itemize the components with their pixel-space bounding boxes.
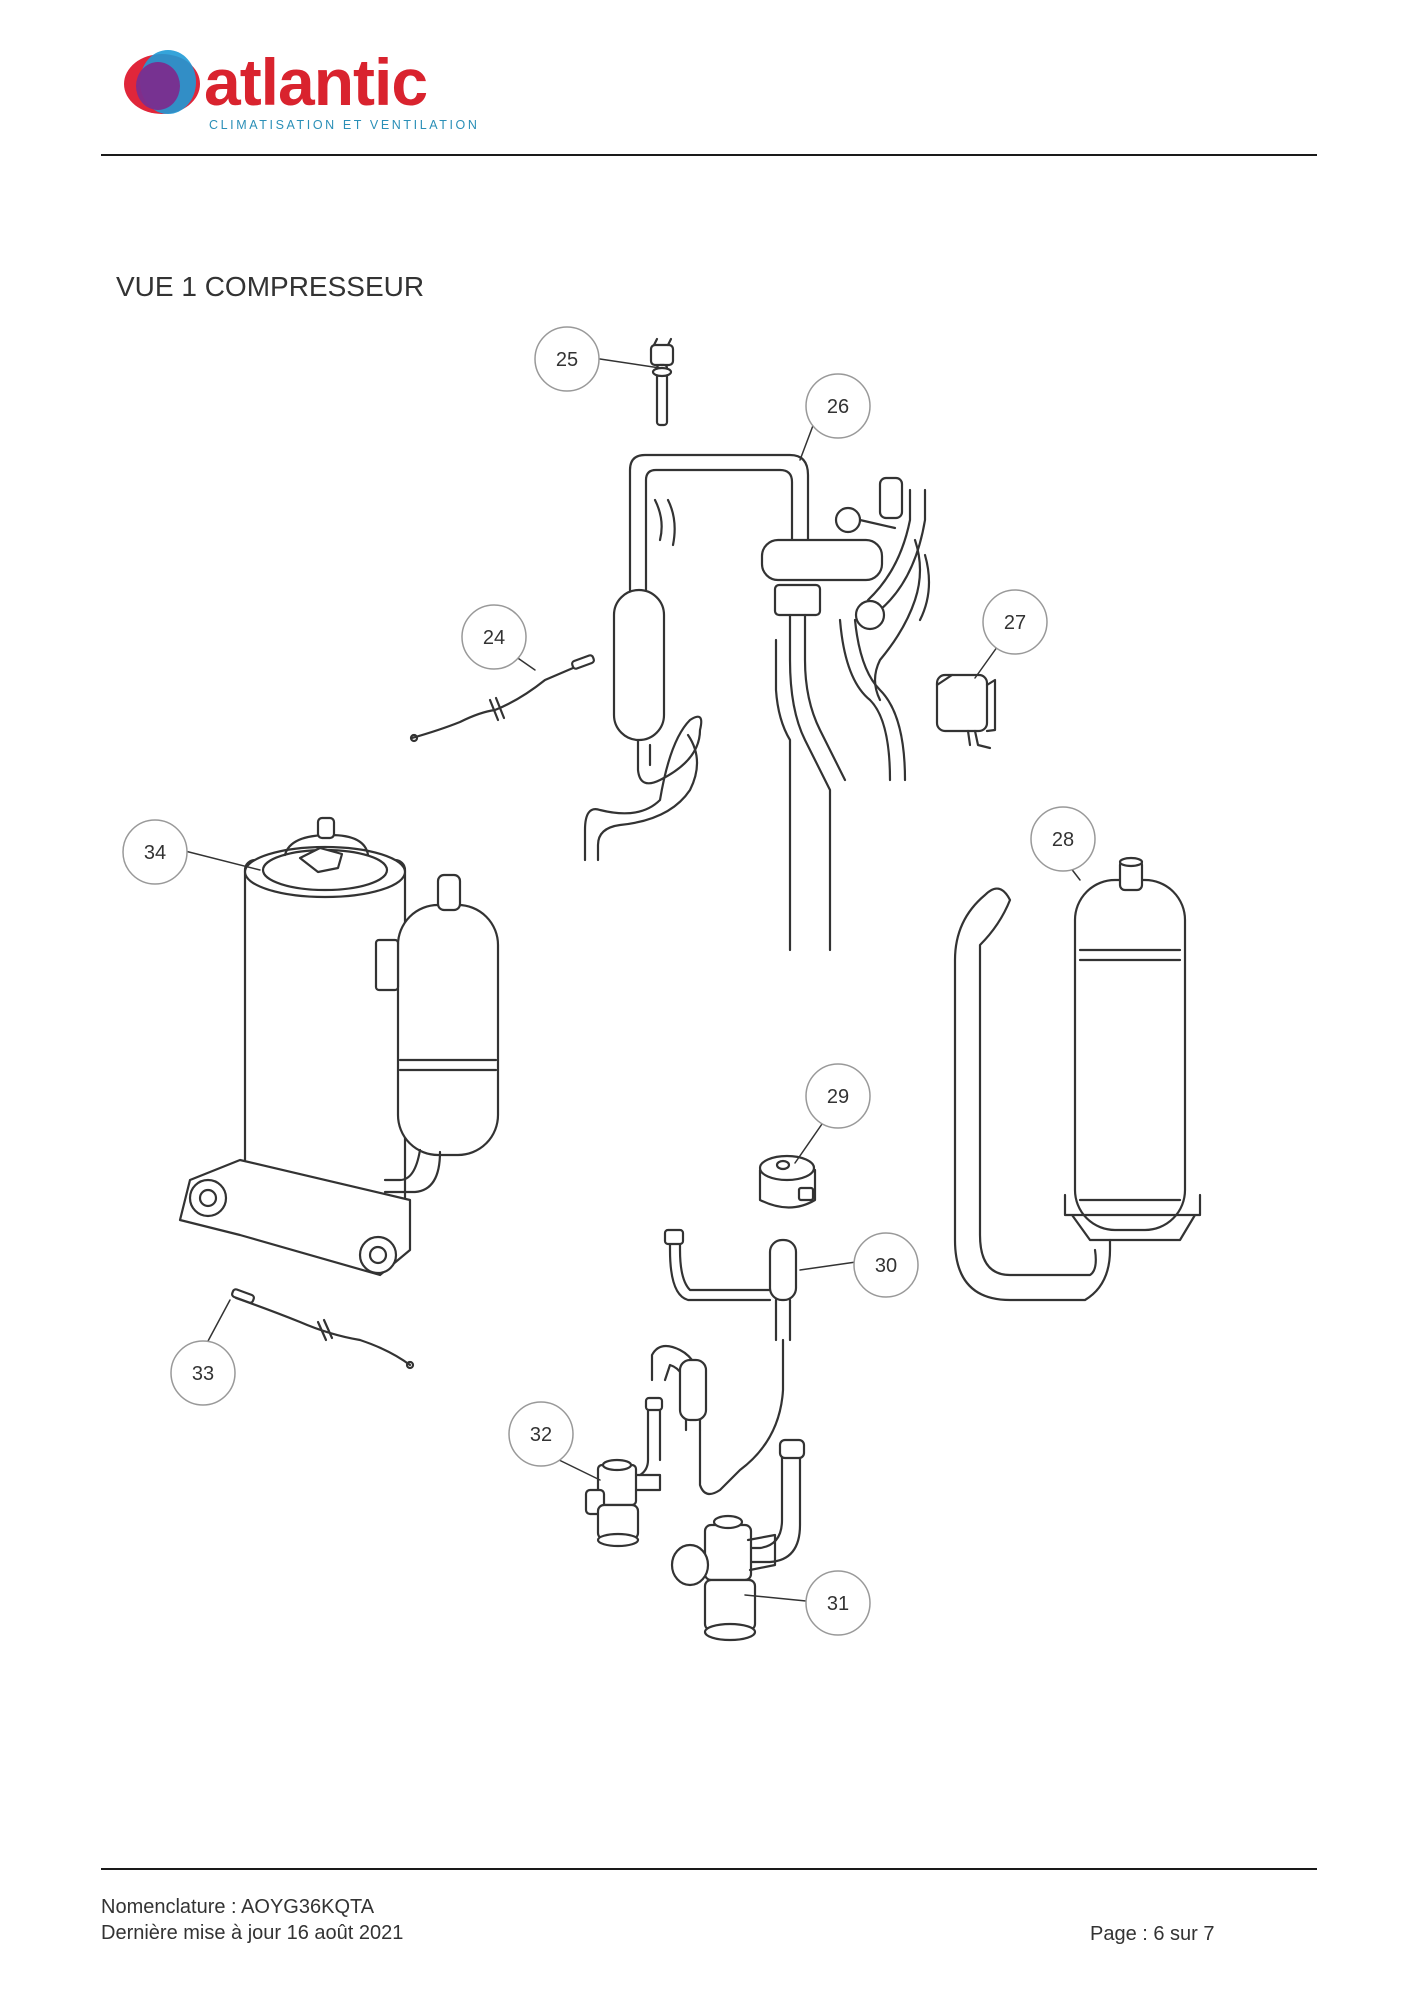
part-33-thermistor	[231, 1288, 415, 1370]
part-25-pressure-switch	[649, 337, 675, 427]
footer-nomenclature: Nomenclature : AOYG36KQTA	[101, 1896, 375, 1918]
callout-32: 32	[508, 1401, 574, 1467]
part-29-coil	[758, 1154, 817, 1209]
callout-29: 29	[805, 1063, 871, 1129]
part-24-thermistor	[409, 654, 595, 743]
footer-rule	[101, 1868, 1317, 1870]
svg-text:31: 31	[827, 1593, 849, 1615]
atlantic-mark-icon	[124, 50, 200, 114]
svg-text:30: 30	[875, 1255, 897, 1277]
callout-25: 25	[534, 326, 600, 392]
header-rule	[101, 154, 1317, 156]
callout-34: 34	[122, 819, 188, 885]
brand-tagline: CLIMATISATION ET VENTILATION	[209, 118, 480, 132]
svg-text:34: 34	[144, 842, 166, 864]
callout-30: 30	[853, 1232, 919, 1298]
svg-text:27: 27	[1004, 612, 1026, 634]
footer-page-number: Page : 6 sur 7	[1090, 1923, 1215, 1945]
part-27-coil	[935, 673, 997, 750]
callout-28: 28	[1030, 806, 1096, 872]
footer-updated: Dernière mise à jour 16 août 2021	[101, 1922, 404, 1944]
part-30-valve-assembly	[650, 1228, 798, 1496]
callout-31: 31	[805, 1570, 871, 1636]
section-title: VUE 1 COMPRESSEUR	[116, 271, 425, 302]
part-32-service-valve	[584, 1396, 664, 1548]
svg-text:28: 28	[1052, 829, 1074, 851]
svg-text:33: 33	[192, 1363, 214, 1385]
part-34-compressor	[178, 816, 500, 1277]
part-28-accumulator	[953, 856, 1202, 1302]
svg-text:24: 24	[483, 627, 505, 649]
svg-text:29: 29	[827, 1086, 849, 1108]
part-31-service-valve	[670, 1438, 806, 1642]
svg-text:25: 25	[556, 349, 578, 371]
callout-26: 26	[805, 373, 871, 439]
exploded-parts-diagram: 25 26 24 27 28 34 29 30	[122, 326, 1202, 1642]
callout-33: 33	[170, 1340, 236, 1406]
brand-wordmark: atlantic	[204, 45, 428, 119]
svg-text:26: 26	[827, 396, 849, 418]
brand-logo: atlantic CLIMATISATION ET VENTILATION	[118, 44, 498, 134]
callout-24: 24	[461, 604, 527, 670]
callout-27: 27	[982, 589, 1048, 655]
svg-text:32: 32	[530, 1424, 552, 1446]
part-26-piping-assembly	[583, 453, 931, 952]
